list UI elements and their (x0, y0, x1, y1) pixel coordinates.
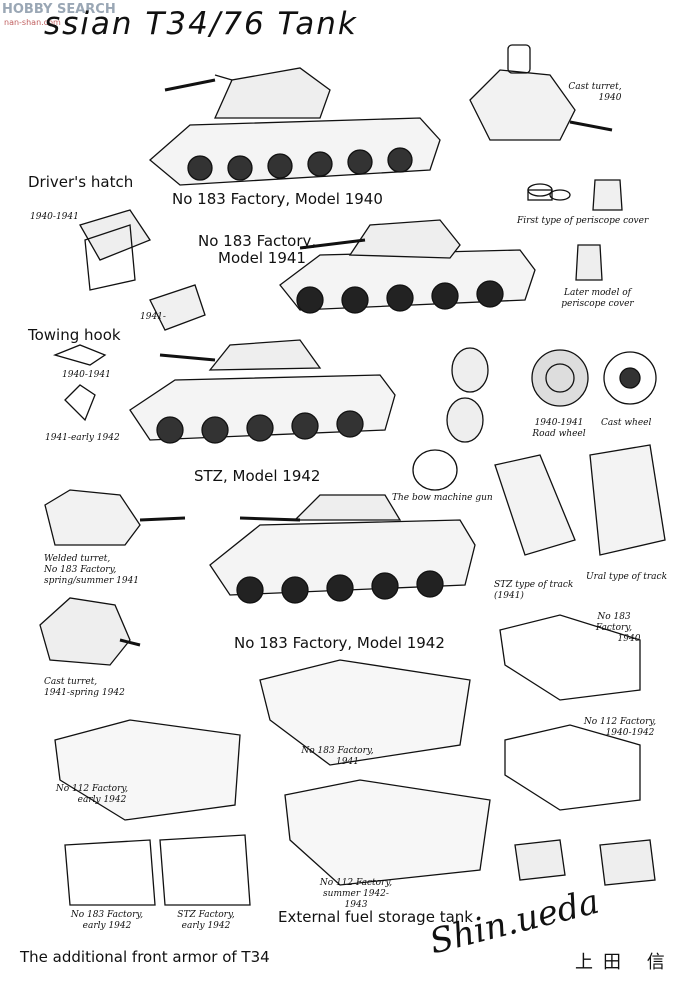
page-title: ssian T34/76 Tank (44, 6, 358, 42)
heading-towing-hook: Towing hook (28, 326, 121, 344)
caption-line: No 183 Factory, (301, 746, 374, 756)
caption-cast-wheel: Cast wheel (601, 418, 652, 428)
caption-line: (1941) (494, 591, 524, 601)
caption-line: 1940 (617, 634, 641, 644)
caption-n112-summer-1942: No 112 Factory, summer 1942-1943 (312, 878, 400, 911)
caption-periscope-first: First type of periscope cover (517, 216, 649, 226)
caption-bow-gun: The bow machine gun (392, 493, 493, 503)
caption-line: STZ type of track (494, 580, 574, 590)
heading-stz-1942: STZ, Model 1942 (194, 467, 321, 485)
caption-line: No 112 Factory, (583, 717, 657, 727)
watermark-brand: HOBBY SEARCH (2, 2, 116, 17)
caption-n112-early-1942: No 112 Factory, early 1942 (52, 784, 132, 806)
tank-1940-drawing (148, 67, 441, 186)
caption-hatch-1941: 1941- (140, 312, 166, 322)
caption-line: No 112 Factory, (319, 878, 393, 888)
caption-line: Cast turret, (44, 677, 98, 687)
caption-n183-1940: No 183 Factory, 1940 (578, 612, 650, 645)
caption-line: periscope cover (561, 299, 634, 309)
caption-line: early 1942 (82, 921, 132, 931)
periscope-covers-drawing (527, 179, 623, 281)
tank-1942-drawing (209, 494, 476, 604)
caption-stz-track: STZ type of track (1941) (494, 580, 573, 602)
heading-model-1940: No 183 Factory, Model 1940 (172, 190, 383, 208)
wheels-drawing (412, 347, 657, 491)
cast-turret-1940-drawing (469, 44, 613, 141)
caption-line: 1941-spring 1942 (44, 688, 125, 698)
heading-model-1941-line1: No 183 Factory, (198, 232, 317, 250)
caption-hatch-1940-1941: 1940-1941 (30, 212, 79, 222)
caption-n112-1940-1942: No 112 Factory, 1940-1942 (580, 717, 660, 739)
front-armor-and-fuel-tank-drawing (64, 834, 656, 906)
artist-name-japanese: 上田 信 (575, 952, 675, 973)
watermark-sub: nan-shan.com (4, 18, 61, 27)
caption-line: No 183 Factory, (44, 565, 117, 575)
caption-hook-1940-1941: 1940-1941 (62, 370, 111, 380)
drivers-hatch-drawing (79, 209, 206, 331)
tracks-drawing (494, 444, 666, 556)
caption-line: Road wheel (532, 429, 586, 439)
heading-drivers-hatch: Driver's hatch (28, 173, 134, 191)
caption-line: spring/summer 1941 (44, 576, 140, 586)
caption-line: Later model of (564, 288, 631, 298)
towing-hook-drawing (52, 344, 107, 422)
caption-line: 1940-1942 (605, 728, 655, 738)
caption-ural-track: Ural type of track (586, 572, 668, 582)
heading-model-1942: No 183 Factory, Model 1942 (234, 634, 445, 652)
heading-front-armor: The additional front armor of T34 (20, 948, 270, 966)
caption-n183-1941: No 183 Factory, 1941 (300, 746, 375, 768)
caption-line: early 1942 (77, 795, 127, 805)
caption-hook-1941-1942: 1941-early 1942 (45, 433, 120, 443)
caption-line: Cast turret, (568, 82, 622, 92)
caption-line: early 1942 (181, 921, 231, 931)
tank-stz-1942-drawing (129, 339, 396, 444)
caption-road-wheel: 1940-1941 Road wheel (528, 418, 590, 440)
caption-welded-turret: Welded turret, No 183 Factory, spring/su… (44, 554, 139, 587)
caption-cast-turret-1941: Cast turret, 1941-spring 1942 (44, 677, 125, 699)
caption-line: summer 1942-1943 (323, 889, 389, 910)
caption-n183-early-1942: No 183 Factory, early 1942 (67, 910, 147, 932)
caption-line: No 183 Factory, (70, 910, 144, 920)
caption-line: 1941 (336, 757, 359, 767)
hull-fronts-drawing (54, 614, 641, 886)
caption-line: Welded turret, (44, 554, 111, 564)
caption-stz-early-1942: STZ Factory, early 1942 (170, 910, 242, 932)
heading-fuel-tank: External fuel storage tank (278, 908, 473, 926)
heading-model-1941-line2: Model 1941 (218, 249, 306, 267)
caption-periscope-later: Later model of periscope cover (555, 288, 640, 310)
caption-line: 1940 (598, 93, 622, 103)
caption-cast-turret-1940: Cast turret, 1940 (560, 82, 630, 104)
caption-line: 1940-1941 (534, 418, 584, 428)
turrets-drawing (39, 489, 186, 666)
caption-line: STZ Factory, (177, 910, 235, 920)
caption-line: No 183 Factory, (595, 612, 633, 633)
tank-1941-drawing (279, 219, 536, 314)
caption-line: No 112 Factory, (55, 784, 129, 794)
